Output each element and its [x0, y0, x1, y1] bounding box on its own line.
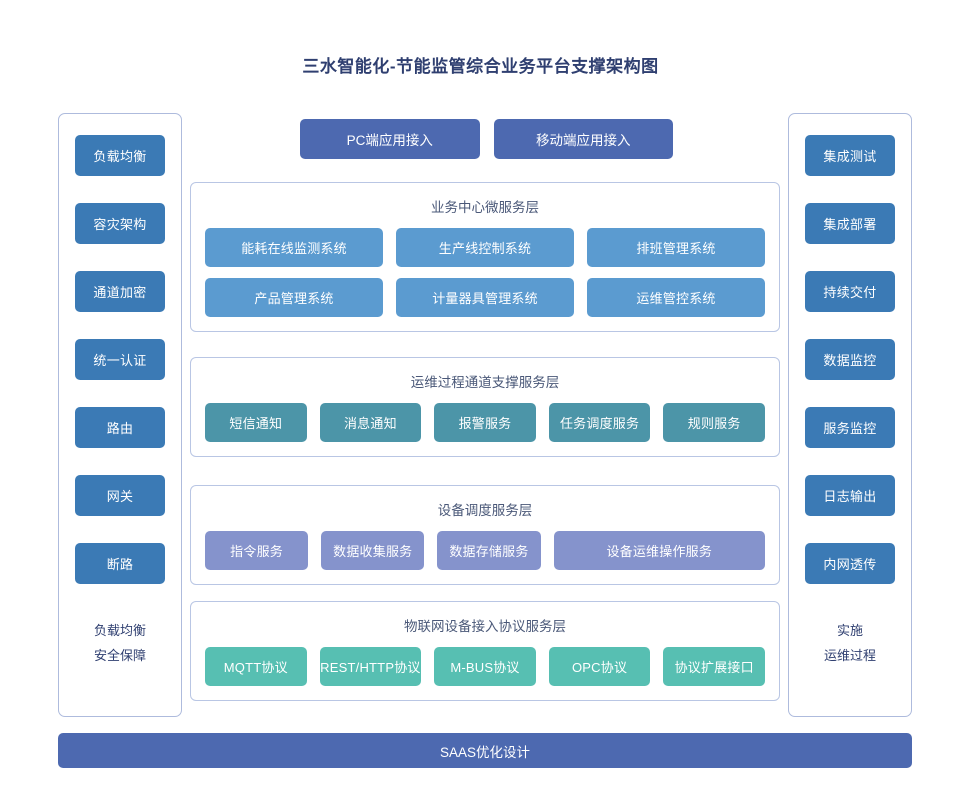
layer-row: 短信通知 消息通知 报警服务 任务调度服务 规则服务	[205, 403, 765, 442]
sidebar-item-intranet-tunnel[interactable]: 内网透传	[805, 543, 895, 584]
chip-rule-service[interactable]: 规则服务	[663, 403, 765, 442]
chip-rest-http-protocol[interactable]: REST/HTTP协议	[319, 647, 422, 686]
chip-message-notification[interactable]: 消息通知	[319, 403, 422, 442]
layer-title-business: 业务中心微服务层	[431, 200, 539, 215]
chip-production-line-control[interactable]: 生产线控制系统	[396, 228, 574, 267]
chip-mbus-protocol[interactable]: M-BUS协议	[434, 647, 536, 686]
sidebar-item-gateway[interactable]: 网关	[75, 475, 165, 516]
chip-sms-notification[interactable]: 短信通知	[205, 403, 307, 442]
left-side-panel: 负载均衡 容灾架构 通道加密 统一认证 路由 网关 断路 负载均衡 安全保障	[58, 113, 182, 717]
left-panel-caption: 负载均衡 安全保障	[94, 618, 146, 668]
layer-ops-channel-support: 运维过程通道支撑服务层 短信通知 消息通知 报警服务 任务调度服务 规则服务	[190, 357, 780, 457]
layer-row: 能耗在线监测系统 生产线控制系统 排班管理系统	[205, 228, 765, 267]
chip-data-collection-service[interactable]: 数据收集服务	[321, 531, 425, 570]
chip-alarm-service[interactable]: 报警服务	[434, 403, 536, 442]
access-chip-pc[interactable]: PC端应用接入	[300, 119, 480, 159]
chip-product-management[interactable]: 产品管理系统	[205, 278, 383, 317]
sidebar-item-data-monitoring[interactable]: 数据监控	[805, 339, 895, 380]
sidebar-item-routing[interactable]: 路由	[75, 407, 165, 448]
sidebar-item-integration-deploy[interactable]: 集成部署	[805, 203, 895, 244]
access-chip-mobile[interactable]: 移动端应用接入	[493, 119, 673, 159]
chip-metering-device-management[interactable]: 计量器具管理系统	[396, 278, 574, 317]
page-title: 三水智能化-节能监管综合业务平台支撑架构图	[302, 57, 659, 76]
right-panel-caption: 实施 运维过程	[824, 618, 876, 668]
sidebar-item-load-balance[interactable]: 负载均衡	[75, 135, 165, 176]
sidebar-item-dr-architecture[interactable]: 容灾架构	[75, 203, 165, 244]
layer-row: 指令服务 数据收集服务 数据存储服务 设备运维操作服务	[205, 531, 766, 570]
sidebar-item-integration-test[interactable]: 集成测试	[805, 135, 895, 176]
layer-title-device: 设备调度服务层	[437, 503, 533, 518]
sidebar-item-service-monitoring[interactable]: 服务监控	[805, 407, 895, 448]
chip-mqtt-protocol[interactable]: MQTT协议	[205, 647, 307, 686]
chip-device-ops-operation-service[interactable]: 设备运维操作服务	[553, 531, 766, 570]
sidebar-item-continuous-delivery[interactable]: 持续交付	[805, 271, 895, 312]
chip-data-storage-service[interactable]: 数据存储服务	[437, 531, 541, 570]
application-access-row: PC端应用接入 移动端应用接入	[300, 119, 673, 159]
sidebar-item-unified-auth[interactable]: 统一认证	[75, 339, 165, 380]
chip-opc-protocol[interactable]: OPC协议	[548, 647, 651, 686]
layer-row: 产品管理系统 计量器具管理系统 运维管控系统	[205, 278, 765, 317]
layer-iot-protocol-access: 物联网设备接入协议服务层 MQTT协议 REST/HTTP协议 M-BUS协议 …	[190, 601, 780, 701]
left-panel-caption-line2: 安全保障	[93, 648, 146, 663]
left-panel-caption-line1: 负载均衡	[93, 623, 146, 638]
chip-task-scheduling-service[interactable]: 任务调度服务	[548, 403, 651, 442]
bottom-bar-saas-optimization[interactable]: SAAS优化设计	[58, 733, 912, 768]
sidebar-item-log-output[interactable]: 日志输出	[805, 475, 895, 516]
chip-shift-management[interactable]: 排班管理系统	[587, 228, 765, 267]
right-side-panel: 集成测试 集成部署 持续交付 数据监控 服务监控 日志输出 内网透传 实施 运维…	[788, 113, 912, 717]
chip-energy-monitoring[interactable]: 能耗在线监测系统	[205, 228, 383, 267]
chip-protocol-extension-interface[interactable]: 协议扩展接口	[663, 647, 765, 686]
layer-business-microservice: 业务中心微服务层 能耗在线监测系统 生产线控制系统 排班管理系统 产品管理系统 …	[190, 182, 780, 332]
right-panel-caption-line2: 运维过程	[823, 648, 876, 663]
layer-row: MQTT协议 REST/HTTP协议 M-BUS协议 OPC协议 协议扩展接口	[205, 647, 765, 686]
sidebar-item-circuit-breaker[interactable]: 断路	[75, 543, 165, 584]
layer-title-ops: 运维过程通道支撑服务层	[410, 375, 560, 390]
right-panel-caption-line1: 实施	[836, 623, 863, 638]
chip-ops-control[interactable]: 运维管控系统	[587, 278, 765, 317]
chip-command-service[interactable]: 指令服务	[205, 531, 309, 570]
sidebar-item-channel-encryption[interactable]: 通道加密	[75, 271, 165, 312]
layer-device-scheduling: 设备调度服务层 指令服务 数据收集服务 数据存储服务 设备运维操作服务	[190, 485, 780, 585]
layer-title-protocol: 物联网设备接入协议服务层	[404, 619, 566, 634]
